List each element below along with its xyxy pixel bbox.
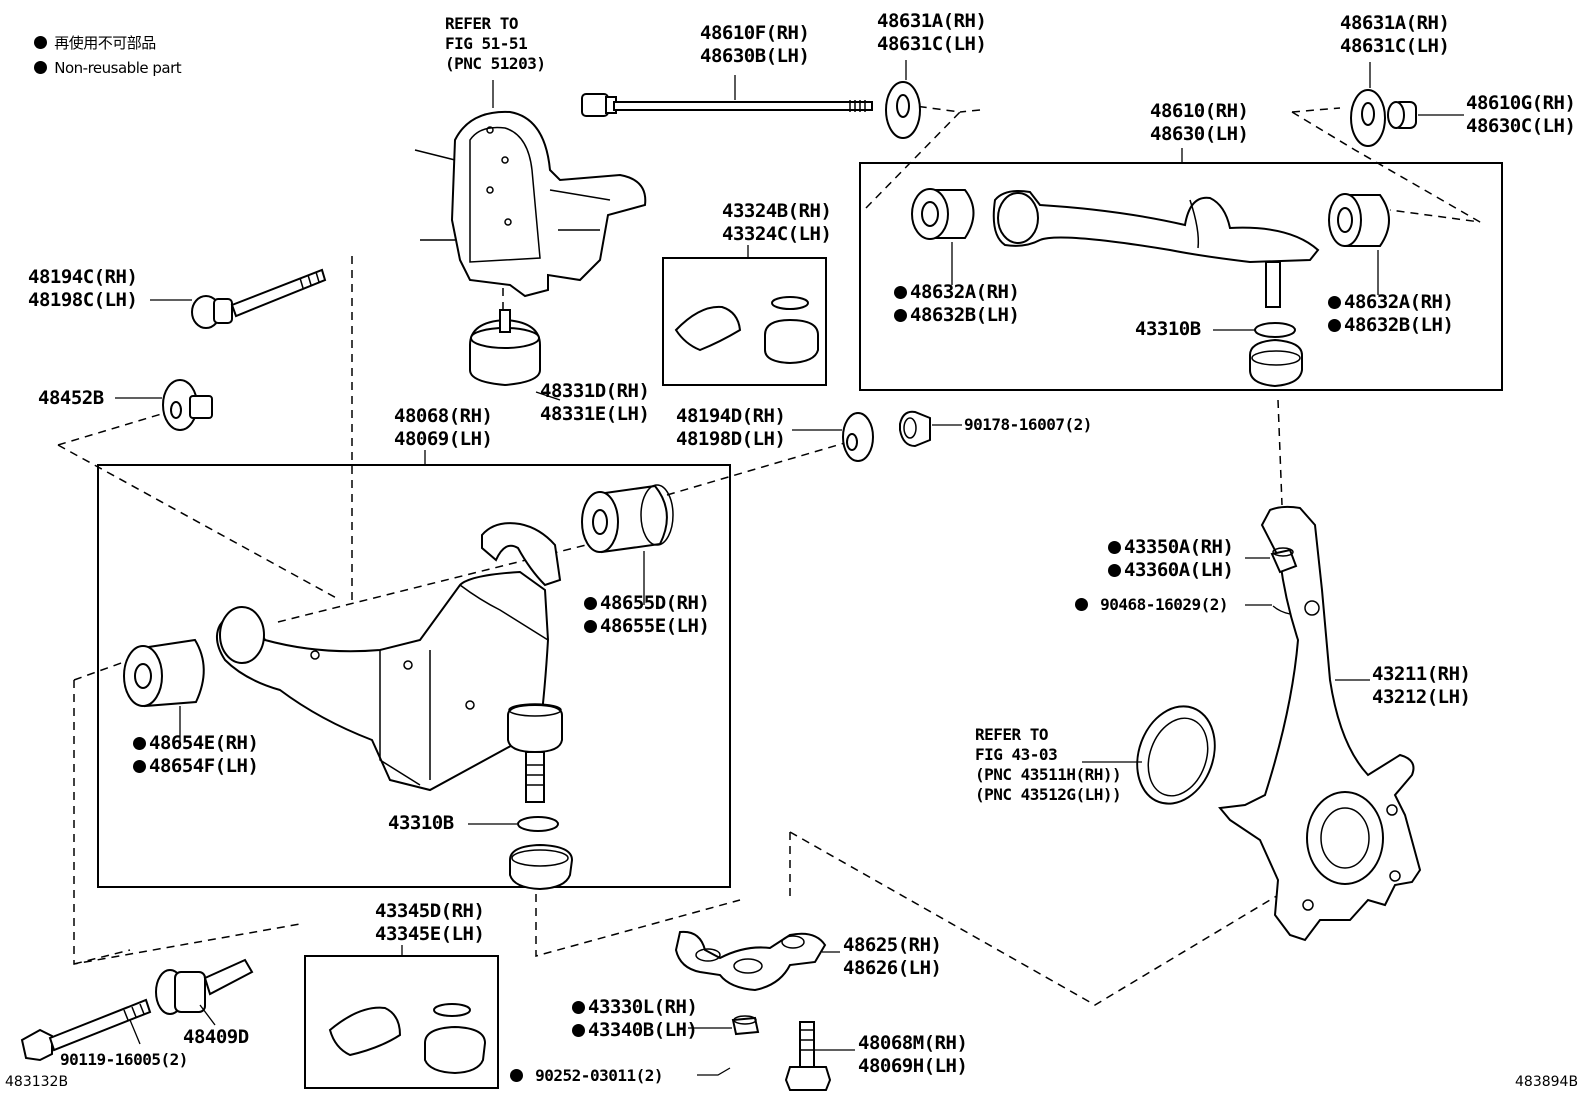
- legend-item-japanese: 再使用不可部品: [34, 32, 156, 55]
- lower-arm-48068: [215, 522, 562, 792]
- bolt-90119: [20, 998, 152, 1062]
- ring-43310B-upper: [1254, 322, 1296, 338]
- label-kit-43345D: 43345D(RH)43345E(LH): [375, 900, 485, 945]
- label-nut-48610G: 48610G(RH)48630C(LH): [1466, 92, 1576, 137]
- label-bolt-48409D: 48409D: [183, 1026, 249, 1048]
- frame-bracket: [414, 110, 647, 298]
- label-bush-48632A-right: 48632A(RH) 48632B(LH): [1328, 291, 1454, 337]
- bolt-48409D: [155, 958, 254, 1015]
- label-washer-48631A-right: 48631A(RH)48631C(LH): [1340, 12, 1450, 57]
- label-upper-arm: 48610(RH)48630(LH): [1150, 100, 1249, 145]
- label-ring-43310B-upper: 43310B: [1135, 318, 1201, 340]
- label-bracket-48625: 48625(RH)48626(LH): [843, 934, 942, 979]
- ball-joint-lower: [507, 703, 563, 803]
- washer-48631A-right: [1350, 89, 1386, 147]
- label-bush-48655D: 48655D(RH) 48655E(LH): [584, 592, 710, 638]
- label-cam-48452B: 48452B: [38, 387, 104, 409]
- bush-48654E: [123, 638, 205, 708]
- dust-cover: [1136, 705, 1216, 805]
- nut-43350A: [1270, 547, 1298, 574]
- figure-code-left: 483132B: [5, 1074, 69, 1090]
- label-ring-43310B-lower: 43310B: [388, 812, 454, 834]
- label-bush-48654E: 48654E(RH) 48654F(LH): [133, 732, 259, 778]
- bush-48632A-right: [1328, 193, 1390, 247]
- label-bolt-90119: 90119-16005(2): [60, 1050, 188, 1069]
- label-washer-48631A-left: 48631A(RH)48631C(LH): [877, 10, 987, 55]
- label-lower-arm: 48068(RH)48069(LH): [394, 405, 493, 450]
- label-bush-48632A-left: 48632A(RH) 48632B(LH): [894, 281, 1020, 327]
- bolt-48610F: [581, 93, 873, 117]
- nut-90178: [899, 410, 931, 448]
- nut-48610G: [1387, 101, 1417, 129]
- bolt-48068M: [784, 1021, 832, 1091]
- kit-43345D-contents: [328, 1003, 487, 1075]
- figure-code-right: 483894B: [1515, 1074, 1579, 1090]
- label-bolt-48068M: 48068M(RH)48069H(LH): [858, 1032, 968, 1077]
- label-nut-43330L: 43330L(RH) 43340B(LH): [572, 996, 698, 1042]
- label-bolt-48610F: 48610F(RH)48630B(LH): [700, 22, 810, 67]
- upper-arm-box: [859, 162, 1503, 391]
- boot-upper: [1249, 338, 1303, 388]
- legend-item-english: Non-reusable part: [34, 57, 182, 80]
- label-pin-90252: 90252-03011(2): [510, 1066, 663, 1086]
- lower-arm-box: [97, 464, 731, 888]
- bush-48655D: [581, 484, 674, 554]
- cam-48452B: [162, 379, 213, 431]
- knuckle-43211: [1218, 505, 1422, 942]
- label-stopper-48331D: 48331D(RH)48331E(LH): [540, 380, 650, 425]
- bolt-48194C: [191, 268, 327, 329]
- label-cam-48194D: 48194D(RH)48198D(LH): [676, 405, 786, 450]
- nut-43330L: [731, 1015, 760, 1036]
- bracket-48625: [674, 930, 827, 992]
- boot-lower: [509, 843, 574, 891]
- stopper-48331D: [469, 309, 541, 387]
- upper-arm-48610: [992, 190, 1320, 308]
- kit-43324-box: [662, 257, 827, 386]
- ring-43310B-lower: [517, 816, 559, 832]
- label-nut-43350A: 43350A(RH) 43360A(LH): [1108, 536, 1234, 582]
- washer-48631A-left: [885, 81, 921, 139]
- label-nut-90178: 90178-16007(2): [964, 415, 1092, 434]
- label-pin-90468: 90468-16029(2): [1075, 595, 1228, 615]
- cam-48194D: [842, 412, 874, 462]
- label-bolt-48194C: 48194C(RH)48198C(LH): [28, 266, 138, 311]
- label-kit-43324B: 43324B(RH)43324C(LH): [722, 200, 832, 245]
- label-knuckle: 43211(RH)43212(LH): [1372, 663, 1471, 708]
- bush-48632A-left: [911, 188, 975, 240]
- kit-43324B-contents: [674, 296, 819, 365]
